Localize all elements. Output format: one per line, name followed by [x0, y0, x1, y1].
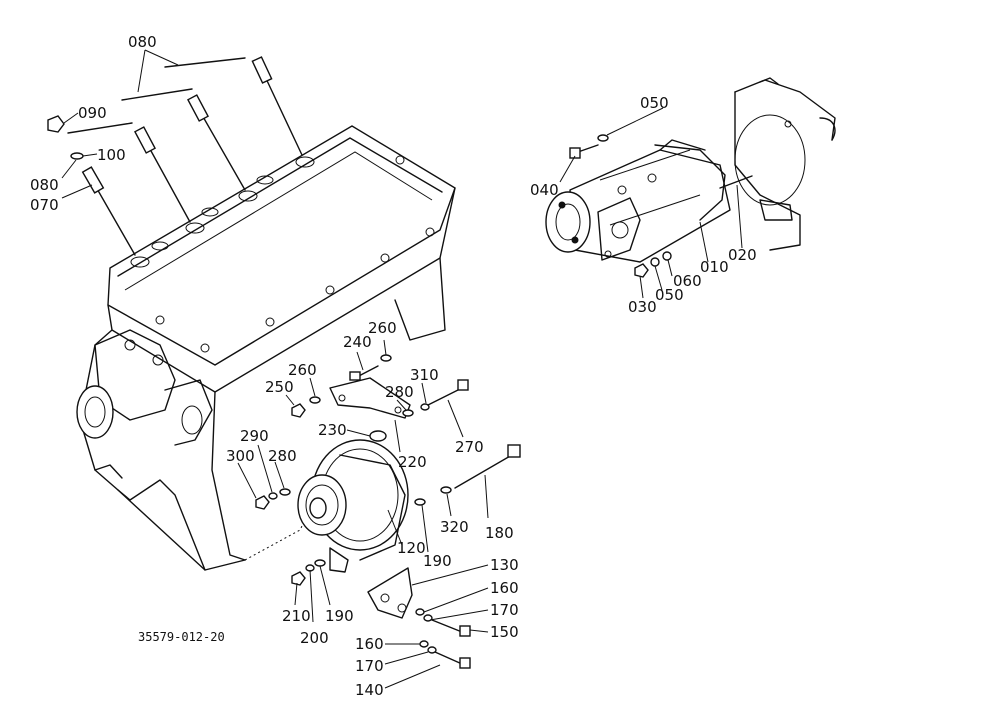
label-080-a: 080: [128, 33, 157, 51]
label-160-a: 160: [490, 579, 519, 597]
label-030: 030: [628, 298, 657, 316]
label-050-a: 050: [640, 94, 669, 112]
label-250: 250: [265, 378, 294, 396]
label-240: 240: [343, 333, 372, 351]
label-200: 200: [300, 629, 329, 647]
leader-lines: [61, 49, 743, 689]
label-170-a: 170: [490, 601, 519, 619]
label-020: 020: [728, 246, 757, 264]
label-190-a: 190: [423, 552, 452, 570]
label-220: 220: [398, 453, 427, 471]
lead-wire-left: [67, 122, 133, 134]
label-070: 070: [30, 196, 59, 214]
label-040: 040: [530, 181, 559, 199]
label-120: 120: [397, 539, 426, 557]
label-190-b: 190: [325, 607, 354, 625]
label-080-b: 080: [30, 176, 59, 194]
label-160-b: 160: [355, 635, 384, 653]
label-090: 090: [78, 104, 107, 122]
label-320: 320: [440, 518, 469, 536]
drawing-code: 35579-012-20: [138, 630, 225, 644]
terminal-washer: [70, 152, 84, 160]
label-290: 290: [240, 427, 269, 445]
label-270: 270: [455, 438, 484, 456]
label-300: 300: [226, 447, 255, 465]
label-010: 010: [700, 258, 729, 276]
label-170-b: 170: [355, 657, 384, 675]
label-050-b: 050: [655, 286, 684, 304]
lead-wire-lower: [121, 88, 193, 101]
glow-plug-1: [81, 166, 136, 256]
label-260-b: 260: [288, 361, 317, 379]
terminal-nut: [47, 115, 65, 133]
label-100: 100: [97, 146, 126, 164]
label-060: 060: [673, 272, 702, 290]
label-130: 130: [490, 556, 519, 574]
lead-wire-upper: [164, 57, 246, 68]
glow-plug-2: [134, 126, 191, 223]
glow-plugs: [47, 56, 303, 256]
label-260-a: 260: [368, 319, 397, 337]
label-140: 140: [355, 681, 384, 699]
callout-labels: 080 090 100 080 070 050 040 020 010 060 …: [30, 33, 757, 699]
label-230: 230: [318, 421, 347, 439]
engine-block: [76, 125, 456, 571]
label-280-a: 280: [385, 383, 414, 401]
label-150: 150: [490, 623, 519, 641]
label-210: 210: [282, 607, 311, 625]
label-180: 180: [485, 524, 514, 542]
starter-motor: [545, 77, 836, 278]
label-280-b: 280: [268, 447, 297, 465]
alternator-assembly: [255, 354, 521, 669]
glow-plug-3: [187, 94, 246, 191]
label-310: 310: [410, 366, 439, 384]
glow-plug-4: [251, 56, 303, 156]
